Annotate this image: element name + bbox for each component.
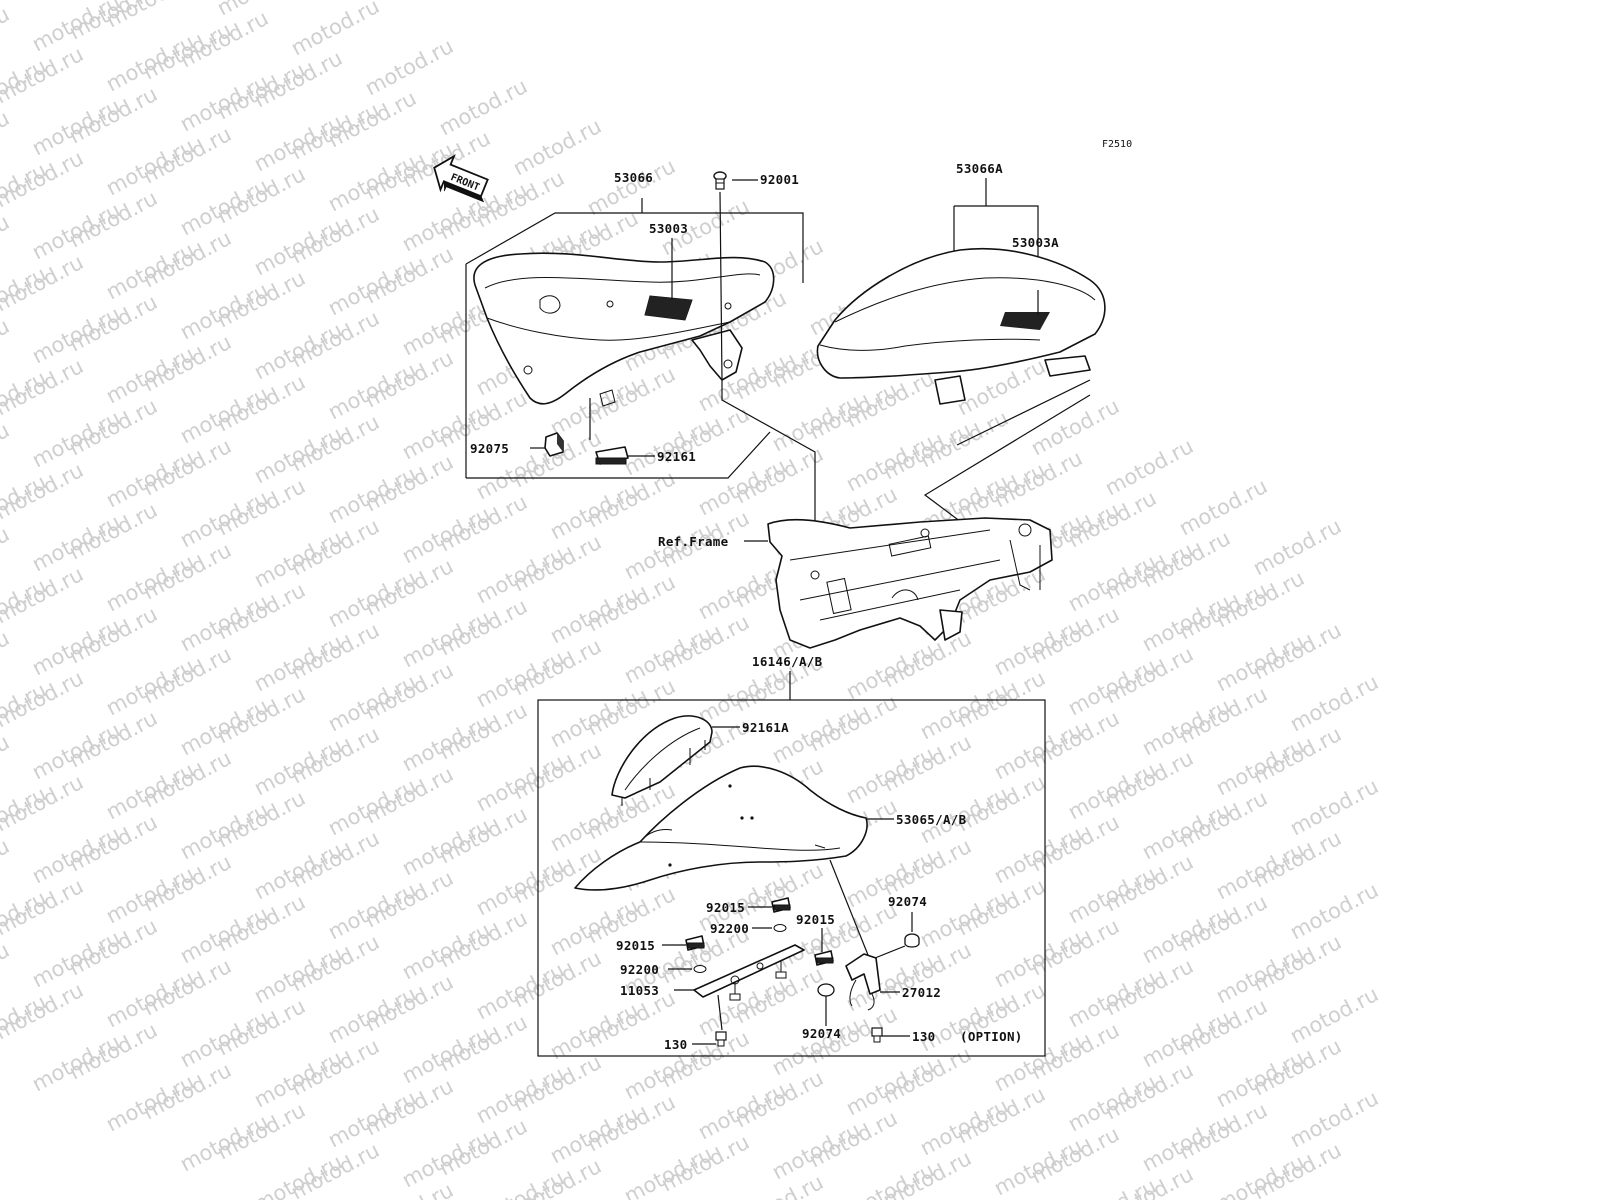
rider-seat-box-bottom bbox=[466, 431, 771, 479]
damper-92015-upper-icon bbox=[771, 897, 791, 913]
watermark-text: motod.ru bbox=[0, 0, 87, 4]
passenger-seat-drawing bbox=[816, 247, 1106, 405]
bolt-130-left-icon bbox=[715, 1031, 727, 1047]
cap-92074-right-axis bbox=[874, 945, 906, 959]
rider-seat-group: 53003 53066 92001 92075 92161 bbox=[465, 170, 804, 479]
callout-92001: 92001 bbox=[760, 172, 799, 187]
damper-92161-icon bbox=[595, 446, 629, 465]
callout-53066a: 53066A bbox=[956, 161, 1003, 176]
front-arrow-icon: FRONT bbox=[433, 154, 489, 203]
watermark-text: motod.ru bbox=[0, 782, 50, 848]
watermark-text: motod.ru bbox=[0, 210, 13, 276]
damper-92015-right-icon bbox=[814, 950, 834, 966]
watermark-text: motod.ru bbox=[0, 418, 13, 484]
frame-ref-leader-top bbox=[956, 379, 1091, 446]
callout-11053: 11053 bbox=[620, 983, 659, 998]
watermark-text: motod.ru bbox=[1212, 1150, 1308, 1200]
option-box bbox=[537, 699, 1046, 1057]
diagram-code: F2510 bbox=[1102, 139, 1132, 150]
hook-27012-drawing bbox=[845, 953, 881, 1011]
callout-92161: 92161 bbox=[657, 449, 696, 464]
callout-92015-upper: 92015 bbox=[706, 900, 745, 915]
watermark-layer: motod.rumotod.rumotod.rumotod.rumotod.ru… bbox=[0, 0, 1382, 1200]
bolt-92001-axis bbox=[719, 191, 723, 381]
watermark-text: motod.ru bbox=[0, 366, 50, 432]
watermark-text: motod.ru bbox=[0, 522, 13, 588]
callout-16146: 16146/A/B bbox=[752, 654, 823, 669]
watermark-text: motod.ru bbox=[0, 574, 50, 640]
rider-seat-box-top bbox=[465, 212, 804, 283]
callout-92075: 92075 bbox=[470, 441, 509, 456]
callout-53003: 53003 bbox=[649, 221, 688, 236]
watermark-text: motod.ru bbox=[0, 938, 13, 1004]
frame-drawing bbox=[767, 517, 1053, 649]
watermark-text: motod.ru bbox=[0, 106, 13, 172]
bracket-11053-axis bbox=[717, 994, 723, 1031]
frame-ref-leader-from-seat bbox=[721, 380, 816, 575]
watermark-text: motod.ru bbox=[0, 730, 13, 796]
cap-92074-left-icon bbox=[817, 983, 835, 997]
bolt-92001-icon bbox=[713, 171, 727, 190]
option-note: (OPTION) bbox=[960, 1029, 1023, 1044]
watermark-text: motod.ru bbox=[0, 470, 50, 536]
watermark-text: motod.ru bbox=[0, 990, 50, 1056]
callout-92200-left: 92200 bbox=[620, 962, 659, 977]
watermark-text: motod.ru bbox=[0, 158, 50, 224]
cap-92074-right-icon bbox=[904, 933, 920, 948]
callout-ref-frame: Ref.Frame bbox=[658, 534, 729, 549]
passenger-seat-group: 53066A 53003A bbox=[816, 161, 1106, 405]
callout-92200-upper: 92200 bbox=[710, 921, 749, 936]
watermark-text: motod.ru bbox=[0, 54, 50, 120]
watermark-text: motod.ru bbox=[0, 678, 50, 744]
callout-130-left: 130 bbox=[664, 1037, 687, 1052]
callout-53065: 53065/A/B bbox=[896, 812, 967, 827]
watermark-text: motod.ru bbox=[0, 834, 13, 900]
callout-130-right: 130 bbox=[912, 1029, 935, 1044]
watermark-text: motod.ru bbox=[0, 626, 13, 692]
frame-group: Ref.Frame bbox=[658, 379, 1091, 649]
callout-92015-right: 92015 bbox=[796, 912, 835, 927]
seat-cover-53065-drawing bbox=[574, 765, 868, 891]
callout-27012: 27012 bbox=[902, 985, 941, 1000]
watermark-text: motod.ru bbox=[0, 2, 13, 68]
seat-cover-axis bbox=[829, 859, 871, 961]
watermark-text: motod.ru bbox=[1064, 1174, 1160, 1200]
watermark-text: motod.ru bbox=[0, 262, 50, 328]
seat-cover-option-group: 16146/A/B 92161A 53065/A/B bbox=[537, 654, 1046, 1057]
callout-92074-left: 92074 bbox=[802, 1026, 841, 1041]
damper-92015-left-icon bbox=[685, 935, 705, 951]
bolt-130-right-icon bbox=[871, 1027, 883, 1043]
bracket-11053-drawing bbox=[693, 944, 805, 1001]
washer-92200-upper-icon bbox=[773, 924, 787, 932]
callout-92074-right: 92074 bbox=[888, 894, 927, 909]
callout-53003a: 53003A bbox=[1012, 235, 1059, 250]
washer-92200-left-icon bbox=[693, 965, 707, 973]
callout-53066: 53066 bbox=[614, 170, 653, 185]
watermark-text: motod.ru bbox=[250, 1150, 346, 1200]
callout-92161a: 92161A bbox=[742, 720, 789, 735]
watermark-text: motod.ru bbox=[0, 886, 50, 952]
watermark-text: motod.ru bbox=[0, 314, 13, 380]
damper-92075-icon bbox=[544, 432, 564, 457]
callout-92015-left: 92015 bbox=[616, 938, 655, 953]
damper-92161a-drawing bbox=[611, 715, 713, 806]
rider-seat-drawing bbox=[473, 252, 775, 440]
